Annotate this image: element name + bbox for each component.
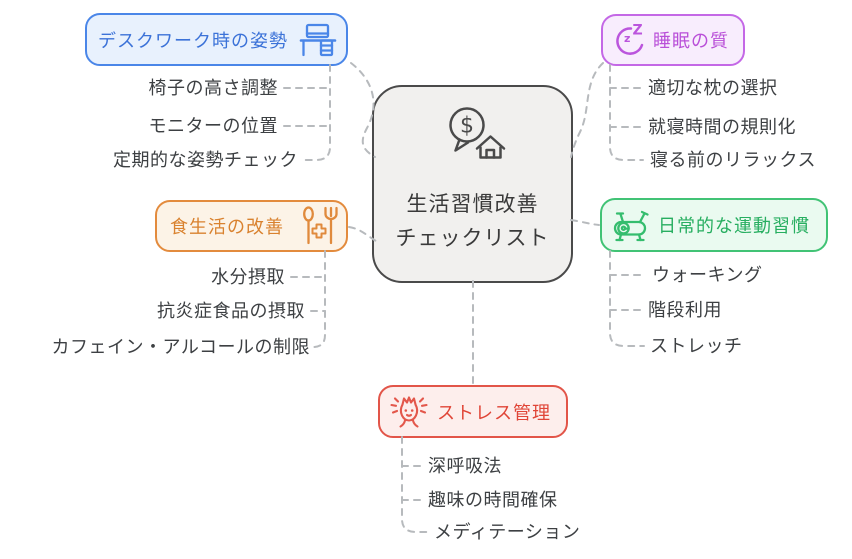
leaf-exercise-1[interactable]: 階段利用 [648,300,722,321]
money-bubble-house-icon: $ [448,107,505,159]
center-title-line2: チェックリスト [395,226,550,250]
leaf-sleep-0[interactable]: 適切な枕の選択 [648,78,778,99]
node-exercise-label: 日常的な運動習慣 [658,216,810,237]
svg-text:$: $ [460,114,474,139]
leaf-diet-2[interactable]: カフェイン・アルコールの制限 [51,337,310,358]
node-diet[interactable]: 食生活の改善 [155,200,348,252]
leaf-exercise-0[interactable]: ウォーキング [652,265,763,286]
node-diet-label: 食生活の改善 [170,217,284,238]
leaf-exercise-2[interactable]: ストレッチ [650,336,743,357]
desk-computer-icon [299,23,337,56]
svg-text:Z: Z [633,23,643,39]
leaf-sleep-2[interactable]: 寝る前のリラックス [650,150,816,171]
leaf-diet-1[interactable]: 抗炎症食品の摂取 [157,301,305,322]
node-posture[interactable]: デスクワーク時の姿勢 [85,13,348,66]
exercise-bike-icon [613,210,649,242]
center-title-line1: 生活習慣改善 [406,192,539,216]
connector-exercise-trunk [609,250,645,347]
svg-text:z: z [624,32,630,45]
connector-posture-trunk [300,64,331,161]
moon-zzz-icon: z Z [616,23,644,55]
node-sleep-label: 睡眠の質 [653,31,729,52]
leaf-stress-0[interactable]: 深呼吸法 [428,456,502,477]
leaf-posture-2[interactable]: 定期的な姿勢チェック [113,150,298,171]
node-exercise[interactable]: 日常的な運動習慣 [600,198,828,252]
node-posture-label: デスクワーク時の姿勢 [98,30,288,52]
node-stress-label: ストレス管理 [437,402,551,424]
cutlery-plus-icon [303,206,338,245]
leaf-diet-0[interactable]: 水分摂取 [211,267,285,288]
connector-exercise-center [570,219,600,226]
connector-stress-trunk [401,436,429,533]
leaf-posture-1[interactable]: モニターの位置 [148,116,278,137]
connector-diet-trunk [312,250,326,348]
connector-sleep-center [570,62,604,158]
leaf-stress-1[interactable]: 趣味の時間確保 [428,490,558,511]
node-stress[interactable]: ストレス管理 [378,385,568,438]
leaf-stress-2[interactable]: メディテーション [434,522,581,543]
connector-sleep-trunk [609,64,644,161]
node-sleep[interactable]: z Z 睡眠の質 [601,14,745,66]
leaf-posture-0[interactable]: 椅子の高さ調整 [148,78,278,99]
center-title: 生活習慣改善 チェックリスト [396,187,550,255]
stressed-face-icon [390,395,428,428]
leaf-sleep-1[interactable]: 就寝時間の規則化 [648,117,796,138]
center-node[interactable]: $ 生活習慣改善 チェックリスト [372,85,573,283]
